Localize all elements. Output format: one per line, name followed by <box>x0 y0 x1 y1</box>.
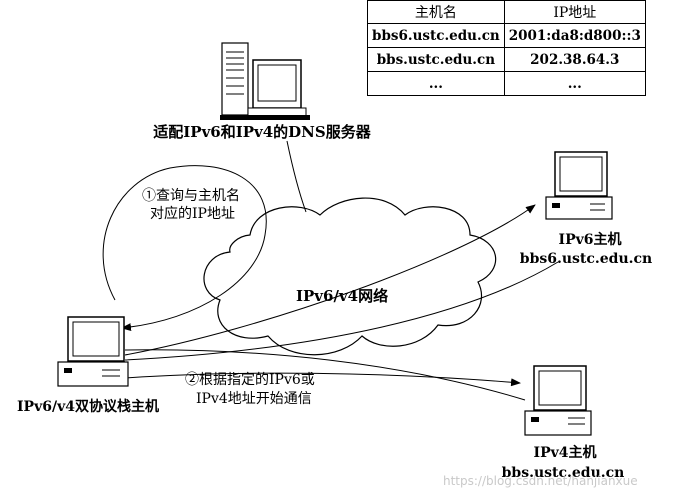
table-row: bbs6.ustc.edu.cn 2001:da8:d800::3 <box>367 23 646 48</box>
ipv6-host-label: IPv6主机 <box>558 232 622 248</box>
ipv4-host-hostname: bbs.ustc.edu.cn <box>501 465 625 481</box>
watermark-text: https://blog.csdn.net/hanjianxue <box>443 474 638 488</box>
ipv6-communication-path <box>124 204 536 356</box>
table-cell: bbs6.ustc.edu.cn <box>367 23 505 48</box>
dns-server-icon <box>220 42 310 120</box>
network-cloud <box>203 197 497 356</box>
table-cell: 202.38.64.3 <box>503 47 646 72</box>
ipv4-host-label: IPv4主机 <box>533 445 597 461</box>
query-path <box>102 165 267 332</box>
step1-label-line1: ①查询与主机名 <box>142 188 240 204</box>
table-row: bbs.ustc.edu.cn 202.38.64.3 <box>367 47 646 72</box>
dns-server-label: 适配IPv6和IPv4的DNS服务器 <box>153 123 371 141</box>
network-label: IPv6/v4网络 <box>296 287 389 305</box>
dual-stack-host-label: IPv6/v4双协议栈主机 <box>17 399 159 415</box>
ipv4-return-path <box>124 349 526 401</box>
table-row: ... ... <box>367 71 646 96</box>
dns-record-table: 主机名 IP地址 bbs6.ustc.edu.cn 2001:da8:d800:… <box>367 0 646 96</box>
table-cell: bbs.ustc.edu.cn <box>367 47 505 72</box>
table-cell: ... <box>503 71 646 96</box>
column-header-ip-address: IP地址 <box>503 0 646 24</box>
step1-label-line2: 对应的IP地址 <box>150 206 235 222</box>
table-header-row: 主机名 IP地址 <box>367 0 646 24</box>
ipv6-return-path <box>124 261 559 361</box>
ipv6-host-hostname: bbs6.ustc.edu.cn <box>519 251 653 267</box>
table-cell: 2001:da8:d800::3 <box>503 23 646 48</box>
column-header-hostname: 主机名 <box>367 0 505 24</box>
dual-stack-host-computer-icon <box>57 316 129 387</box>
table-cell: ... <box>367 71 505 96</box>
ipv6-host-computer-icon <box>545 151 613 220</box>
step2-label-line1: ②根据指定的IPv6或 <box>185 372 315 388</box>
step2-label-line2: IPv4地址开始通信 <box>196 391 312 407</box>
dns-link-line <box>286 140 307 213</box>
ipv4-communication-path <box>124 372 521 387</box>
ipv4-host-computer-icon <box>524 365 592 436</box>
